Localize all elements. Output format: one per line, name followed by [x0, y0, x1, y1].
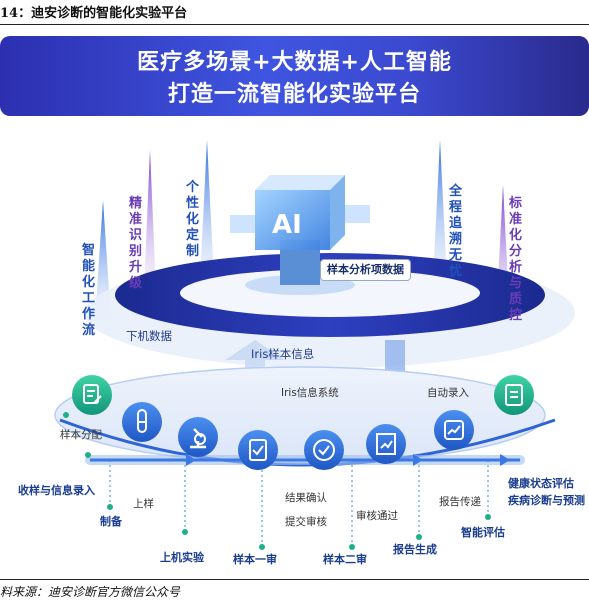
- label-review-passed: 审核通过: [356, 510, 398, 522]
- label-precise-recognition: 精准识别升级: [129, 196, 143, 291]
- beam-4: [433, 140, 447, 280]
- label-submit-review: 提交审核: [285, 516, 327, 528]
- label-auto-entry: 自动录入: [427, 387, 469, 399]
- banner-title-line1: 医疗多场景+大数据+人工智能: [137, 50, 452, 75]
- ai-chip-label: AI: [272, 210, 302, 240]
- label-report-deliver: 报告传递: [439, 496, 481, 508]
- sample-data-pill: 样本分析项数据: [320, 259, 411, 281]
- clipboard-list-icon: [492, 373, 536, 417]
- figure-caption: 14：迪安诊断的智能化实验平台: [0, 6, 188, 21]
- label-offline-data: 下机数据: [126, 329, 172, 343]
- label-full-traceability: 全程追溯无忧: [449, 184, 463, 279]
- label-load: 上样: [133, 498, 154, 510]
- label-disease-diag: 疾病诊断与预测: [508, 494, 585, 507]
- test-tube-icon: [120, 400, 164, 444]
- label-report-generate: 报告生成: [393, 543, 437, 556]
- label-review2: 样本二审: [323, 553, 367, 566]
- label-result-confirm: 结果确认: [285, 492, 327, 504]
- beam-2: [144, 150, 156, 290]
- label-iris-sample-info: Iris样本信息: [251, 347, 315, 361]
- label-customization: 个性化定制: [186, 180, 200, 259]
- document-pen-icon: [70, 373, 114, 417]
- label-smart-workflow: 智能化工作流: [82, 243, 96, 338]
- tablet-chart-icon: [432, 408, 476, 452]
- label-review1: 样本一审: [233, 553, 277, 566]
- label-sample-distribution: 样本分配: [60, 429, 102, 441]
- top-rule: [0, 24, 589, 25]
- label-health-eval: 健康状态评估: [508, 477, 574, 490]
- label-prepare: 制备: [100, 515, 122, 528]
- label-collect-entry: 收样与信息录入: [18, 484, 95, 497]
- label-instrument: 上机实验: [160, 551, 204, 564]
- bottom-rule: [0, 579, 589, 580]
- clipboard-check-icon: [236, 428, 280, 472]
- label-smart-eval: 智能评估: [461, 526, 505, 539]
- microscope-icon: [176, 415, 220, 459]
- beam-1: [95, 200, 111, 320]
- title-banner: [0, 36, 589, 116]
- banner-title-line2: 打造一流智能化实验平台: [167, 82, 421, 107]
- check-circle-icon: [302, 428, 346, 472]
- report-chart-icon: [364, 422, 408, 466]
- label-standard-qc: 标准化分析与质控: [509, 196, 523, 323]
- label-iris-system: Iris信息系统: [281, 387, 339, 399]
- platform-diagram: [54, 140, 575, 550]
- beam-3: [200, 140, 214, 280]
- source-note: 料来源：迪安诊断官方微信公众号: [0, 585, 181, 599]
